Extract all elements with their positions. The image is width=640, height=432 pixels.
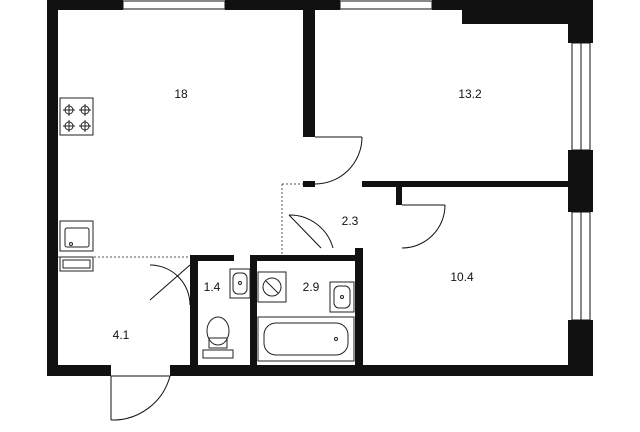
room-area-hallway: 4.1: [113, 328, 130, 342]
stove-icon: [59, 97, 94, 136]
kitchen-sink-icon: [59, 220, 94, 252]
washbasin-icon: [329, 281, 355, 313]
bathtub-icon: [257, 316, 355, 362]
room-area-bedroom-bottom: 10.4: [450, 270, 474, 284]
zone-lines: [58, 183, 303, 258]
windows: [122, 0, 591, 321]
room-area-bedroom-top: 13.2: [458, 87, 482, 101]
room-area-bathroom: 2.9: [303, 280, 320, 294]
washbasin-icon: [229, 268, 251, 299]
room-area-corridor: 2.3: [342, 214, 359, 228]
room-area-kitchen-living: 18: [174, 87, 188, 101]
room-area-toilet: 1.4: [204, 280, 221, 294]
washing-machine-icon: [257, 271, 287, 303]
toilet-icon: [202, 316, 234, 359]
walls: [47, 0, 593, 376]
doors: [110, 136, 446, 421]
counter-icon: [59, 256, 94, 272]
